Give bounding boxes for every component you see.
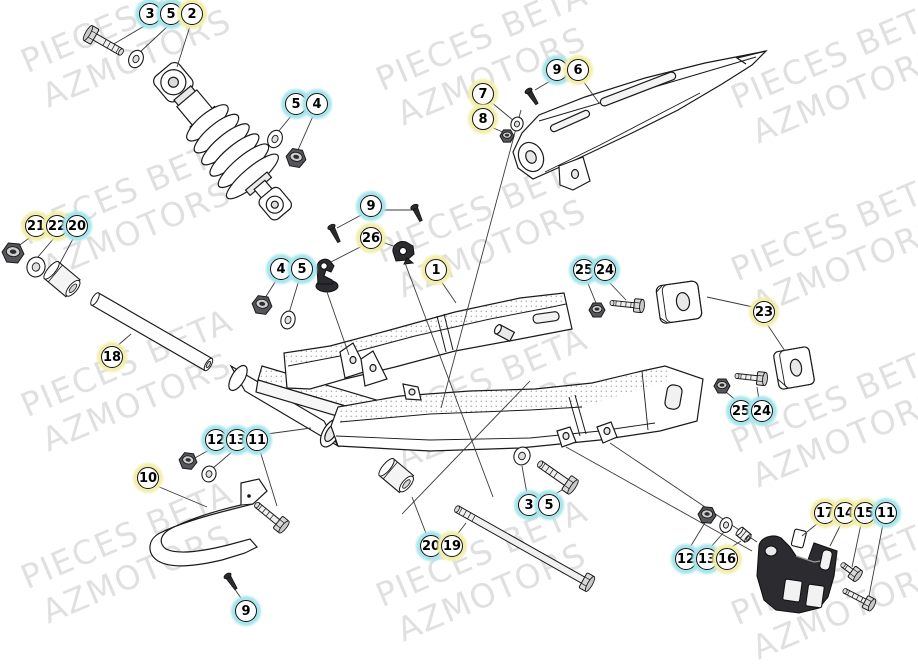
callout-2: 2 <box>181 3 203 25</box>
screw-9-mid-right <box>410 203 423 223</box>
callout-24: 24 <box>594 259 616 281</box>
callout-8: 8 <box>472 108 494 130</box>
callout-16: 16 <box>716 548 738 570</box>
bolt-11-slider <box>254 501 290 534</box>
nut-21 <box>1 242 25 264</box>
chain-guide-block <box>756 528 838 614</box>
spacer-tube-18 <box>90 292 214 372</box>
nut-4-shock <box>285 148 307 168</box>
callout-23: 23 <box>753 301 775 323</box>
callout-10: 10 <box>137 467 159 489</box>
callout-3: 3 <box>139 3 161 25</box>
callout-17: 17 <box>814 502 836 524</box>
swingarm-peg <box>493 324 516 342</box>
callout-5: 5 <box>291 258 313 280</box>
guide-block-tab-17 <box>790 528 807 549</box>
screw-9-slider <box>223 572 238 591</box>
leader-lines <box>16 24 884 602</box>
washer-3-lower <box>513 446 531 466</box>
nut-8 <box>499 129 515 143</box>
nut-25-upper <box>588 302 606 318</box>
callout-18: 18 <box>101 346 123 368</box>
callout-5: 5 <box>538 494 560 516</box>
bushing-20-center <box>378 458 415 494</box>
washer-13-slider <box>201 465 217 483</box>
callout-19: 19 <box>441 535 463 557</box>
nut-25-lower <box>713 378 731 394</box>
bushing-20-left <box>43 261 81 298</box>
washer-5-shock-top <box>128 49 144 69</box>
washer-7 <box>510 116 524 132</box>
bolt-5-lower <box>537 460 579 495</box>
callout-9: 9 <box>235 600 257 622</box>
nut-4-mid <box>251 295 273 315</box>
callout-26: 26 <box>360 227 382 249</box>
chain-clamp-brackets <box>315 241 415 293</box>
swingarm-right-beam <box>283 292 573 390</box>
washer-13-guide <box>719 517 733 533</box>
screw-9-mid-left <box>327 223 341 244</box>
nut-12-slider <box>178 452 198 470</box>
callout-13: 13 <box>696 548 718 570</box>
clamp-bracket-left <box>315 258 339 293</box>
callout-3: 3 <box>518 494 540 516</box>
screw-9-top <box>524 87 539 106</box>
nut-12-guide <box>697 506 717 524</box>
clamp-bracket-right <box>392 241 415 265</box>
bolt-11-guide <box>842 588 877 612</box>
swingarm-gusset-brackets <box>339 342 618 448</box>
callout-11: 11 <box>875 502 897 524</box>
callout-6: 6 <box>567 59 589 81</box>
spacer-16 <box>735 526 752 543</box>
callout-5: 5 <box>285 93 307 115</box>
callout-25: 25 <box>730 400 752 422</box>
adjuster-block-lower <box>773 346 815 390</box>
callout-21: 21 <box>25 215 47 237</box>
axle-bolt-19 <box>454 505 596 592</box>
callout-24: 24 <box>751 400 773 422</box>
callout-20: 20 <box>66 215 88 237</box>
callout-25: 25 <box>573 259 595 281</box>
swingarm <box>228 292 704 452</box>
shock-absorber <box>153 61 293 221</box>
callout-15: 15 <box>854 502 876 524</box>
callout-14: 14 <box>834 502 856 524</box>
callout-4: 4 <box>306 93 328 115</box>
callout-13: 13 <box>226 429 248 451</box>
bolt-24-upper <box>609 298 645 314</box>
callout-9: 9 <box>360 195 382 217</box>
chain-adjuster-blocks <box>655 280 815 390</box>
callout-12: 12 <box>675 548 697 570</box>
bolt-3-shock-top <box>82 25 124 56</box>
adjuster-block-upper <box>655 280 703 324</box>
chain-slider <box>149 478 268 567</box>
bolt-24-lower <box>734 371 768 387</box>
fasteners <box>1 25 877 612</box>
washer-22 <box>26 256 46 278</box>
washer-5-mid <box>280 310 296 330</box>
callout-22: 22 <box>46 215 68 237</box>
callout-9: 9 <box>546 59 568 81</box>
callout-20: 20 <box>420 535 442 557</box>
callout-5: 5 <box>160 3 182 25</box>
bolt-15-guide <box>840 562 863 582</box>
callout-11: 11 <box>246 429 268 451</box>
callout-7: 7 <box>472 83 494 105</box>
callout-12: 12 <box>205 429 227 451</box>
washer-5-shock-bottom <box>267 129 283 149</box>
chain-guide-blade <box>512 50 768 191</box>
callout-1: 1 <box>425 259 447 281</box>
callout-4: 4 <box>270 258 292 280</box>
